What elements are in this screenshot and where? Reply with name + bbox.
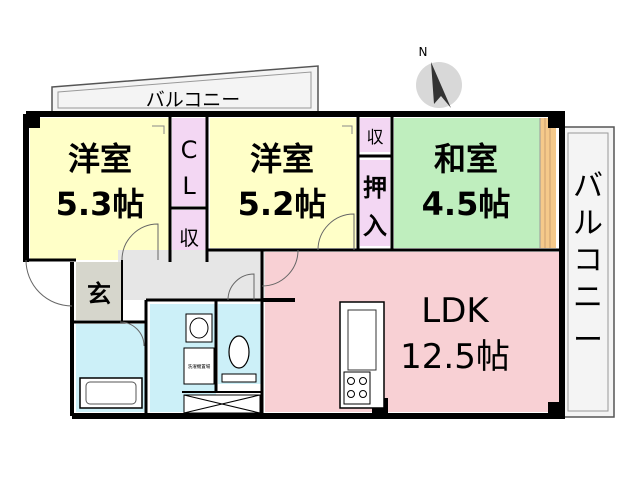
western-room-1-name: 洋室 bbox=[68, 140, 132, 178]
right-balcony-char-1: バ bbox=[573, 169, 603, 204]
bathtub bbox=[79, 377, 143, 409]
oshiire-floor bbox=[360, 160, 390, 246]
oshiire-line1: 押 bbox=[363, 174, 387, 202]
walls bbox=[23, 111, 565, 419]
closet-cl-floor bbox=[172, 118, 206, 206]
japanese-room-floor bbox=[394, 118, 540, 248]
japanese-room-name: 和室 bbox=[434, 140, 498, 178]
western-room-2-floor bbox=[210, 118, 356, 248]
western-room-1-floor bbox=[30, 118, 170, 260]
windows bbox=[152, 118, 541, 248]
ldk-size: 12.5帖 bbox=[400, 337, 510, 377]
wash-basin bbox=[185, 313, 213, 343]
closet-cl-line2: L bbox=[182, 172, 196, 200]
western-room-1-size: 5.3帖 bbox=[56, 185, 145, 223]
closet-cl-line1: C bbox=[181, 136, 198, 164]
toilet bbox=[221, 335, 257, 383]
storage-2-floor bbox=[360, 118, 390, 152]
washing-machine-space: 洗濯機置場 bbox=[183, 347, 215, 385]
storage-1-label: 収 bbox=[179, 226, 199, 250]
right-balcony-char-5: ー bbox=[573, 323, 603, 358]
entrance-label: 玄 bbox=[87, 280, 111, 308]
compass: N bbox=[416, 45, 462, 108]
right-balcony-char-3: コ bbox=[573, 243, 603, 278]
ldk-floor bbox=[265, 252, 560, 412]
tatami-strip bbox=[540, 118, 556, 248]
washing-machine-label: 洗濯機置場 bbox=[188, 363, 211, 370]
entrance-floor bbox=[76, 262, 122, 320]
shoe-storage bbox=[183, 394, 261, 414]
kitchen-counter bbox=[339, 301, 385, 409]
western-room-2-size: 5.2帖 bbox=[238, 185, 327, 223]
right-balcony-char-4: ニ bbox=[573, 280, 603, 315]
storage-2-label: 収 bbox=[367, 128, 384, 148]
hallway-floor bbox=[118, 250, 265, 300]
right-balcony: バ ル コ ニ ー bbox=[561, 126, 615, 418]
compass-north-label: N bbox=[419, 45, 428, 59]
door-swings bbox=[25, 213, 355, 347]
top-balcony-label: バルコニー bbox=[146, 89, 241, 111]
ldk-name: LDK bbox=[421, 291, 490, 331]
japanese-room-size: 4.5帖 bbox=[422, 185, 511, 223]
right-balcony-char-2: ル bbox=[573, 206, 603, 241]
western-room-2-name: 洋室 bbox=[250, 140, 314, 178]
oshiire-line2: 入 bbox=[363, 212, 387, 240]
top-balcony: バルコニー bbox=[51, 65, 319, 113]
structural-columns bbox=[26, 114, 562, 416]
